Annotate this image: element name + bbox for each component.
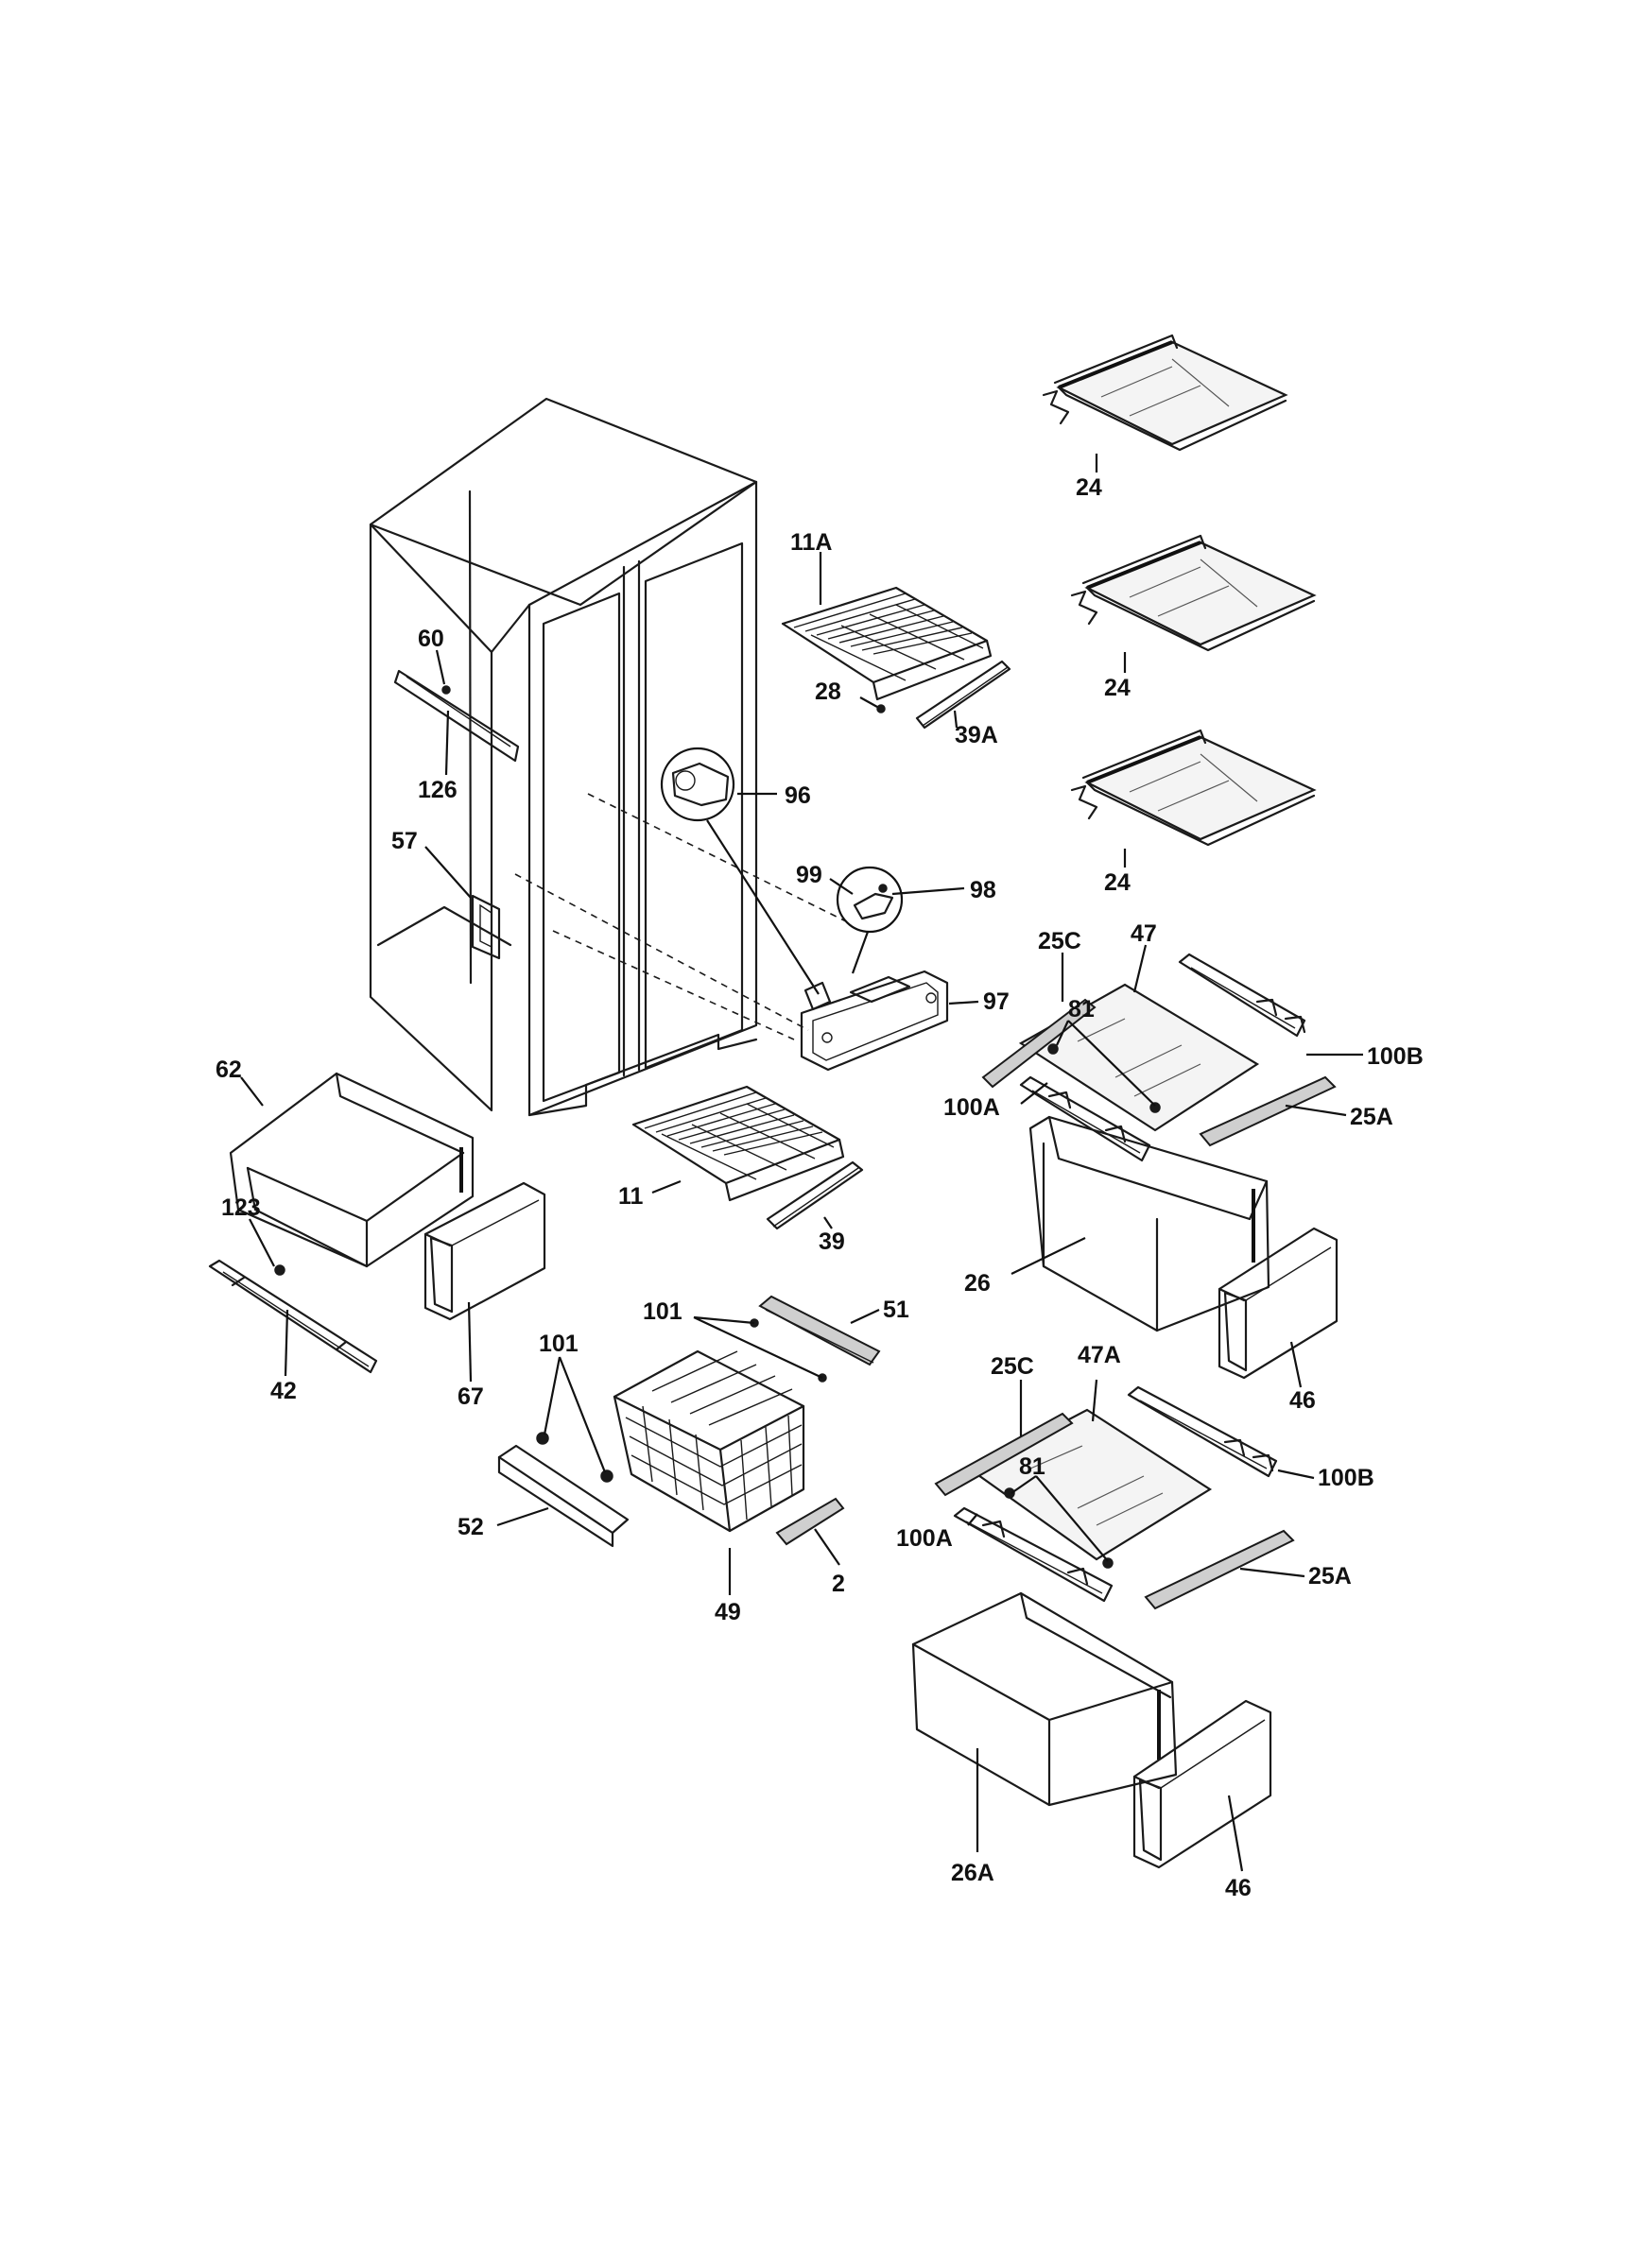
callout-47a: 47A bbox=[1078, 1342, 1121, 1368]
callout-39: 39 bbox=[819, 1228, 845, 1255]
callout-67: 67 bbox=[458, 1383, 484, 1410]
part-97-light-housing bbox=[800, 970, 949, 1072]
callout-126: 126 bbox=[418, 777, 458, 803]
part-100b-rail-upper bbox=[1178, 953, 1306, 1038]
callout-25c-lower: 25C bbox=[991, 1353, 1034, 1380]
callout-25c-upper: 25C bbox=[1038, 928, 1081, 954]
part-26a-crisper-pan bbox=[911, 1591, 1178, 1807]
callout-100a-upper: 100A bbox=[943, 1094, 1000, 1121]
callout-26: 26 bbox=[964, 1270, 991, 1297]
part-100b-rail-lower bbox=[1127, 1385, 1278, 1478]
part-25a-rail-upper bbox=[1199, 1075, 1337, 1147]
part-47a-glass-cover bbox=[969, 1408, 1213, 1561]
callout-98: 98 bbox=[970, 877, 996, 903]
part-100a-rail-lower bbox=[953, 1487, 1114, 1603]
callout-26a: 26A bbox=[951, 1860, 994, 1886]
callout-62: 62 bbox=[216, 1057, 242, 1083]
part-42-rail bbox=[208, 1259, 378, 1374]
part-51-rail bbox=[758, 1295, 881, 1366]
callout-51: 51 bbox=[883, 1297, 909, 1323]
part-67-bin-front bbox=[423, 1181, 546, 1321]
callout-46-lower: 46 bbox=[1225, 1875, 1252, 1901]
callout-39a: 39A bbox=[955, 722, 998, 748]
part-98-detail bbox=[836, 866, 904, 974]
part-52-bracket bbox=[497, 1432, 630, 1548]
callout-49: 49 bbox=[715, 1599, 741, 1625]
callout-labels: 24 24 24 11A 28 39A 60 126 57 96 99 98 9… bbox=[216, 474, 1424, 1901]
part-25c-rail-lower bbox=[934, 1412, 1074, 1497]
part-96-detail bbox=[660, 747, 832, 1011]
callout-101-basket: 101 bbox=[643, 1298, 682, 1325]
callout-97: 97 bbox=[983, 988, 1010, 1015]
callout-99: 99 bbox=[796, 862, 822, 888]
callout-42: 42 bbox=[270, 1378, 297, 1404]
callout-123: 123 bbox=[221, 1194, 261, 1221]
callout-28: 28 bbox=[815, 679, 841, 705]
callout-11: 11 bbox=[618, 1183, 644, 1210]
callout-100b-upper: 100B bbox=[1367, 1043, 1424, 1070]
callout-81-upper: 81 bbox=[1068, 996, 1095, 1022]
part-26-crisper-pan bbox=[1028, 1115, 1270, 1332]
callout-2: 2 bbox=[832, 1571, 845, 1597]
part-24-shelf-bottom bbox=[1070, 729, 1317, 847]
callout-100a-lower: 100A bbox=[896, 1525, 953, 1552]
part-100a-rail-upper bbox=[1019, 1043, 1161, 1162]
part-46-crisper-front-upper bbox=[1218, 1227, 1339, 1380]
part-62-freezer-bin bbox=[229, 1072, 475, 1276]
part-24-shelf-mid bbox=[1070, 534, 1317, 652]
callout-25a-upper: 25A bbox=[1350, 1104, 1393, 1130]
callout-81-lower: 81 bbox=[1019, 1453, 1045, 1480]
part-24-shelf-top bbox=[1042, 334, 1288, 452]
callout-101-bracket: 101 bbox=[539, 1331, 579, 1357]
callout-25a-lower: 25A bbox=[1308, 1563, 1352, 1589]
leader-lines bbox=[240, 454, 1363, 1872]
part-25a-rail-lower bbox=[1144, 1529, 1295, 1610]
cabinet bbox=[369, 397, 847, 1117]
callout-100b-lower: 100B bbox=[1318, 1465, 1374, 1491]
callout-46-upper: 46 bbox=[1289, 1387, 1316, 1414]
part-126-rail bbox=[393, 669, 520, 763]
part-2-rail bbox=[775, 1497, 845, 1546]
callout-24-top: 24 bbox=[1076, 474, 1102, 501]
callout-47: 47 bbox=[1131, 920, 1157, 947]
callout-11a: 11A bbox=[790, 529, 832, 556]
part-47-glass-cover bbox=[1018, 983, 1260, 1132]
callout-24-bottom: 24 bbox=[1104, 869, 1131, 896]
callout-96: 96 bbox=[785, 782, 811, 809]
part-57-control bbox=[471, 894, 501, 960]
part-11a-wire-shelf bbox=[781, 586, 1011, 730]
callout-57: 57 bbox=[391, 828, 418, 854]
part-46-crisper-front-lower bbox=[1132, 1699, 1272, 1869]
callout-60: 60 bbox=[418, 626, 444, 652]
part-49-wire-basket bbox=[613, 1318, 827, 1533]
callout-52: 52 bbox=[458, 1514, 484, 1540]
part-11-wire-shelf bbox=[631, 1085, 864, 1230]
callout-24-mid: 24 bbox=[1104, 675, 1131, 701]
